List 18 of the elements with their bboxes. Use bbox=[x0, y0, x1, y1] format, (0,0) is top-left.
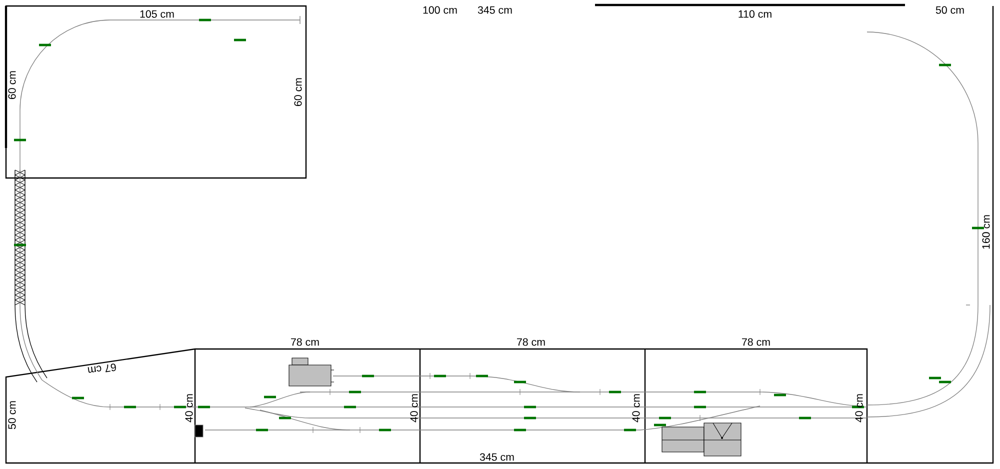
dimension-label: 78 cm bbox=[291, 338, 319, 346]
dimension-label: 345 cm bbox=[480, 453, 514, 461]
dimension-label: 105 cm bbox=[140, 10, 174, 18]
dimension-label: 100 cm bbox=[423, 6, 457, 14]
dimension-label: 60 cm bbox=[294, 78, 302, 106]
dimension-label: 40 cm bbox=[410, 394, 418, 422]
dimension-label: 78 cm bbox=[517, 338, 545, 346]
dimension-label: 345 cm bbox=[478, 6, 512, 14]
dimension-label: 60 cm bbox=[8, 71, 16, 99]
dimension-label: 78 cm bbox=[742, 338, 770, 346]
dimension-label: 160 cm bbox=[982, 215, 990, 249]
dimension-label: 40 cm bbox=[185, 394, 193, 422]
dimension-label: 110 cm bbox=[738, 10, 772, 18]
dimension-label: 40 cm bbox=[855, 394, 863, 422]
dimension-label: 50 cm bbox=[8, 401, 16, 430]
dimension-label: 40 cm bbox=[632, 394, 640, 422]
dimension-label: 67 cm bbox=[88, 364, 116, 373]
dimension-label: 50 cm bbox=[936, 6, 964, 14]
